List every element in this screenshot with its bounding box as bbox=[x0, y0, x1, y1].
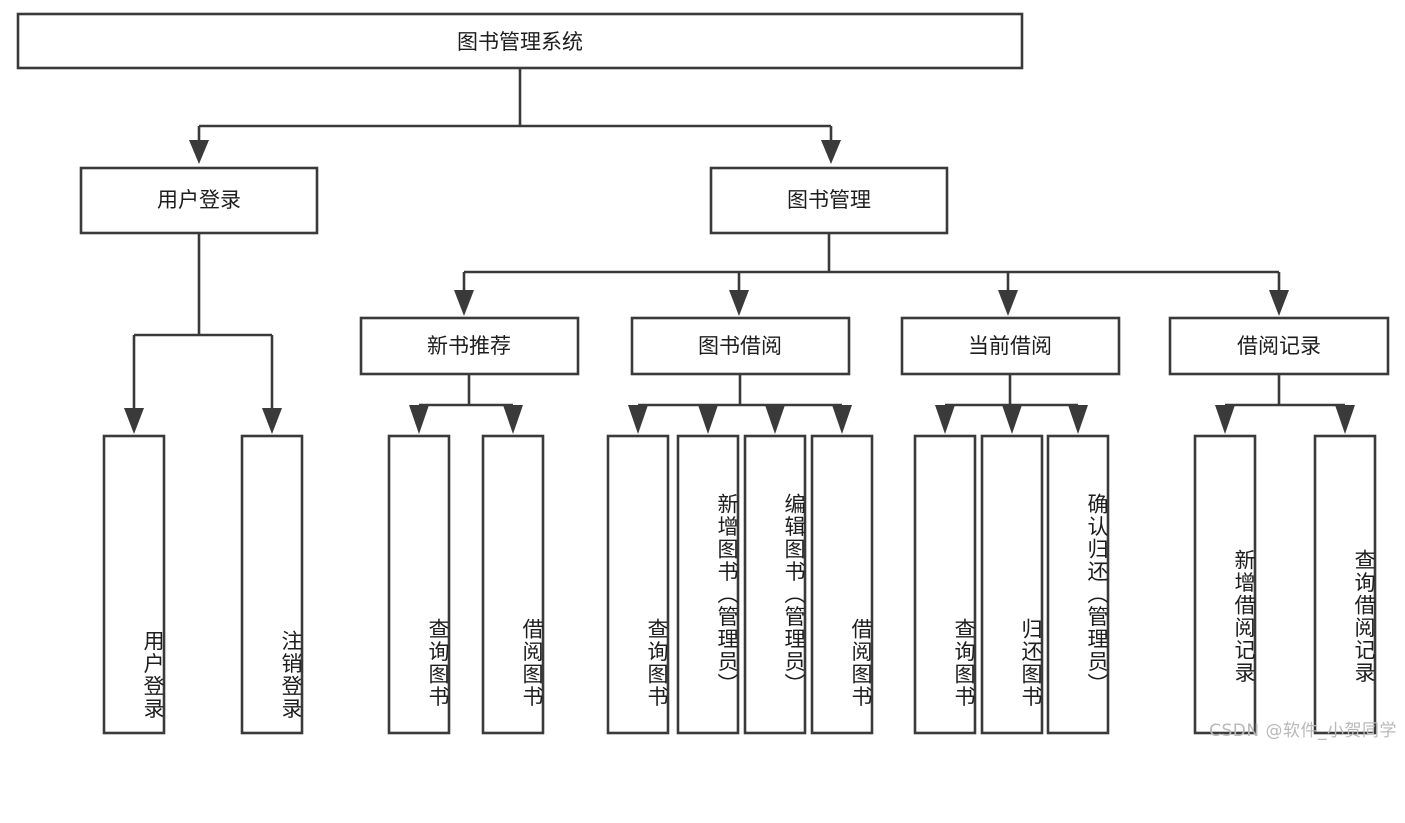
arrow-to-new-book-recommend bbox=[454, 290, 474, 316]
label-current-borrow: 当前借阅 bbox=[968, 334, 1052, 358]
arrow-to-leaf-add-record bbox=[1215, 405, 1235, 434]
arrow-to-current-borrow bbox=[998, 290, 1018, 316]
node-box-current-borrow[interactable] bbox=[900, 316, 1121, 376]
node-box-leaf-edit-book[interactable] bbox=[743, 434, 807, 735]
arrow-to-leaf-confirm-return bbox=[1068, 405, 1088, 434]
label-book-manage: 图书管理 bbox=[787, 188, 871, 212]
arrow-to-leaf-query-book-1 bbox=[409, 405, 429, 434]
node-labels-horizontal: 图书管理系统 用户登录 图书管理 新书推荐 图书借阅 当前借阅 借阅记录 bbox=[157, 30, 1321, 358]
label-user-login: 用户登录 bbox=[157, 188, 241, 212]
arrow-root-to-user-login bbox=[189, 140, 209, 164]
flowchart-svg: 图书管理系统 用户登录 图书管理 新书推荐 图书借阅 当前借阅 借阅记录 bbox=[16, 12, 1390, 735]
node-box-leaf-add-record[interactable] bbox=[1193, 434, 1257, 735]
node-box-leaf-logout[interactable] bbox=[240, 434, 304, 735]
node-box-leaf-query-book-1[interactable] bbox=[387, 434, 451, 735]
node-boxes bbox=[16, 12, 1390, 735]
arrow-to-leaf-query-book-2 bbox=[628, 405, 648, 434]
label-borrow-record: 借阅记录 bbox=[1237, 334, 1321, 358]
node-box-leaf-query-book-2[interactable] bbox=[606, 434, 670, 735]
arrow-to-leaf-edit-book bbox=[765, 405, 785, 434]
arrow-to-borrow-record bbox=[1269, 290, 1289, 316]
node-box-leaf-borrow-book-2[interactable] bbox=[810, 434, 874, 735]
node-box-book-borrow[interactable] bbox=[630, 316, 851, 376]
arrow-root-to-book-manage bbox=[821, 140, 841, 164]
arrow-to-leaf-borrow-book-1 bbox=[503, 405, 523, 434]
arrow-to-book-borrow bbox=[729, 290, 749, 316]
label-root: 图书管理系统 bbox=[457, 30, 583, 54]
node-box-leaf-query-record[interactable] bbox=[1313, 434, 1377, 735]
node-box-user-login[interactable] bbox=[79, 166, 319, 235]
node-box-root[interactable] bbox=[16, 12, 1024, 70]
arrow-to-leaf-query-book-3 bbox=[935, 405, 955, 434]
arrow-to-leaf-return-book bbox=[1002, 405, 1022, 434]
watermark-text: CSDN @软件_小贺同学 bbox=[1209, 721, 1397, 741]
node-box-leaf-borrow-book-1[interactable] bbox=[481, 434, 545, 735]
arrow-to-leaf-logout bbox=[262, 408, 282, 434]
node-box-leaf-add-book[interactable] bbox=[676, 434, 740, 735]
node-box-new-book-recommend[interactable] bbox=[359, 316, 580, 376]
label-new-book-recommend: 新书推荐 bbox=[427, 334, 511, 358]
node-box-leaf-return-book[interactable] bbox=[980, 434, 1044, 735]
arrow-to-leaf-add-book bbox=[698, 405, 718, 434]
node-box-book-manage[interactable] bbox=[709, 166, 949, 235]
arrow-to-leaf-query-record bbox=[1335, 405, 1355, 434]
arrow-to-leaf-user-login bbox=[124, 408, 144, 434]
node-box-leaf-user-login[interactable] bbox=[102, 434, 166, 735]
node-box-leaf-query-book-3[interactable] bbox=[913, 434, 977, 735]
node-box-borrow-record[interactable] bbox=[1168, 316, 1390, 376]
diagram-canvas: 图书管理系统 用户登录 图书管理 新书推荐 图书借阅 当前借阅 借阅记录 用户登… bbox=[16, 12, 1397, 741]
label-book-borrow: 图书借阅 bbox=[698, 334, 782, 358]
node-box-leaf-confirm-return[interactable] bbox=[1046, 434, 1110, 735]
connectors bbox=[124, 68, 1355, 434]
arrow-to-leaf-borrow-book-2 bbox=[832, 405, 852, 434]
